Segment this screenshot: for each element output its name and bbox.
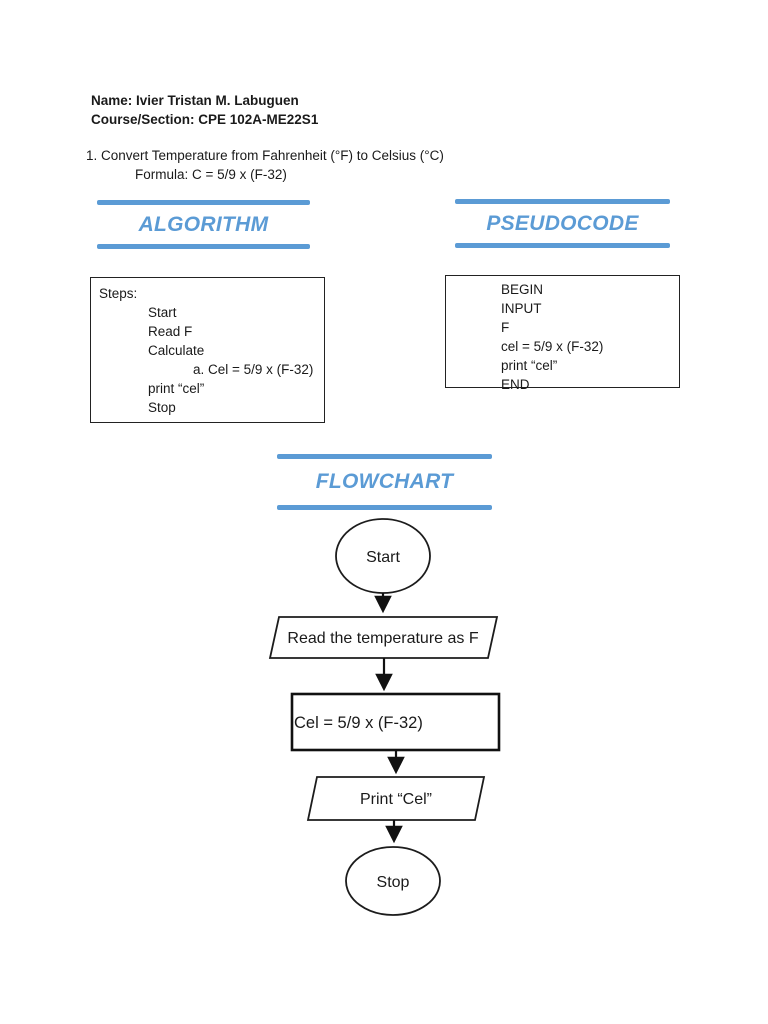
algorithm-section-header: ALGORITHM: [97, 200, 310, 249]
algorithm-step: Start: [148, 305, 177, 320]
pseudocode-line: INPUT: [501, 301, 542, 316]
output-parallelogram-shape: [306, 776, 486, 821]
algorithm-step: print “cel”: [148, 381, 205, 396]
divider-line: [455, 199, 670, 204]
divider-line: [277, 454, 492, 459]
flowchart-diagram: Start Read the temperature as F Cel = 5/…: [268, 518, 501, 916]
output-node-label: Print “Cel”: [360, 791, 432, 808]
pseudocode-line: print “cel”: [501, 358, 558, 373]
stop-terminator-shape: [345, 846, 441, 916]
student-name-line: Name: Ivier Tristan M. Labuguen: [91, 93, 299, 108]
process-node-label: Cel = 5/9 x (F-32): [294, 714, 423, 732]
pseudocode-line: F: [501, 320, 510, 335]
divider-line: [277, 505, 492, 510]
algorithm-steps-box: Steps: Start Read F Calculate a. Cel = 5…: [90, 277, 325, 423]
process-rectangle-shape: [290, 692, 501, 752]
flowchart-section-header: FLOWCHART: [277, 454, 492, 510]
divider-line: [455, 243, 670, 248]
algorithm-step: Calculate: [148, 343, 205, 358]
pseudocode-title: PSEUDOCODE: [486, 212, 639, 235]
algorithm-substep: a. Cel = 5/9 x (F-32): [193, 362, 314, 377]
stop-node-label: Stop: [377, 874, 410, 891]
formula-line: Formula: C = 5/9 x (F-32): [135, 167, 287, 182]
pseudocode-line: cel = 5/9 x (F-32): [501, 339, 604, 354]
divider-line: [97, 200, 310, 205]
steps-label: Steps:: [99, 286, 138, 301]
start-node-label: Start: [366, 549, 400, 566]
algorithm-title: ALGORITHM: [138, 213, 269, 236]
algorithm-step: Stop: [148, 400, 176, 415]
course-section-line: Course/Section: CPE 102A-ME22S1: [91, 112, 319, 127]
problem-statement: 1. Convert Temperature from Fahrenheit (…: [86, 148, 444, 163]
divider-line: [97, 244, 310, 249]
input-node-label: Read the temperature as F: [287, 630, 478, 647]
algorithm-step: Read F: [148, 324, 193, 339]
input-parallelogram-shape: [268, 616, 499, 659]
pseudocode-line: BEGIN: [501, 282, 544, 297]
pseudocode-section-header: PSEUDOCODE: [455, 199, 670, 248]
pseudocode-box: BEGIN INPUT F cel = 5/9 x (F-32) print “…: [445, 275, 680, 392]
flowchart-title: FLOWCHART: [315, 470, 454, 493]
pseudocode-line: END: [501, 377, 530, 392]
